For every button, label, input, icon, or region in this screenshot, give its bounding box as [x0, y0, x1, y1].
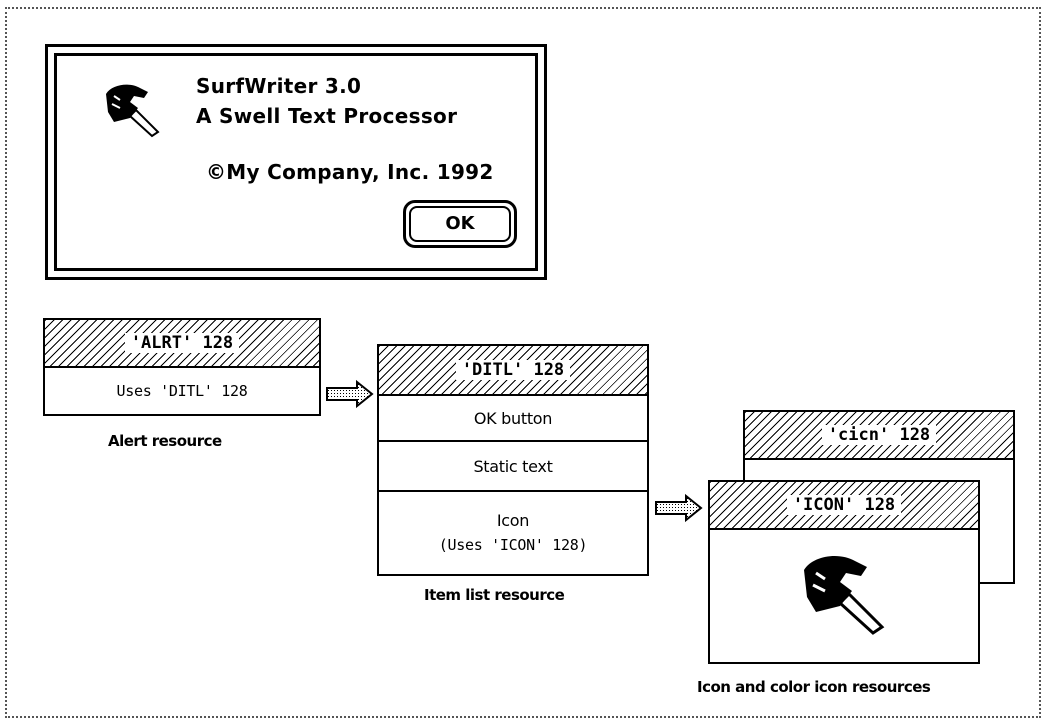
- dialog-subtitle: A Swell Text Processor: [196, 104, 458, 128]
- icon-header-label: 'ICON' 128: [786, 495, 902, 515]
- alrt-body: Uses 'DITL' 128: [43, 368, 321, 416]
- figure-frame: [5, 7, 1041, 718]
- surfer-hand-icon: [106, 84, 160, 138]
- ditl-item-note: (Uses 'ICON' 128): [438, 536, 588, 554]
- icon-header: 'ICON' 128: [708, 480, 980, 530]
- alrt-header-label: 'ALRT' 128: [124, 333, 240, 353]
- alrt-caption: Alert resource: [108, 432, 222, 450]
- alrt-body-label: Uses 'DITL' 128: [116, 382, 248, 400]
- cicn-header: 'cicn' 128: [743, 410, 1015, 460]
- arrow-right-icon: [655, 493, 703, 523]
- dialog-title: SurfWriter 3.0: [196, 74, 362, 98]
- ditl-item-icon: Icon (Uses 'ICON' 128): [377, 492, 649, 576]
- ditl-item-ok-button: OK button: [377, 396, 649, 442]
- ditl-item-label: Icon: [496, 511, 530, 530]
- ditl-header-label: 'DITL' 128: [455, 360, 571, 380]
- ditl-item-label: Static text: [473, 456, 553, 476]
- arrow-right-icon: [326, 379, 374, 409]
- surfer-hand-icon: [804, 555, 885, 635]
- ditl-header: 'DITL' 128: [377, 344, 649, 396]
- ditl-item-label: OK button: [473, 408, 553, 428]
- ok-button[interactable]: OK: [409, 206, 511, 242]
- icon-caption: Icon and color icon resources: [697, 678, 931, 696]
- dialog-copyright: ©My Company, Inc. 1992: [206, 160, 494, 184]
- ditl-item-static-text: Static text: [377, 442, 649, 492]
- alrt-header: 'ALRT' 128: [43, 318, 321, 368]
- cicn-header-label: 'cicn' 128: [821, 425, 937, 445]
- ditl-caption: Item list resource: [424, 586, 565, 604]
